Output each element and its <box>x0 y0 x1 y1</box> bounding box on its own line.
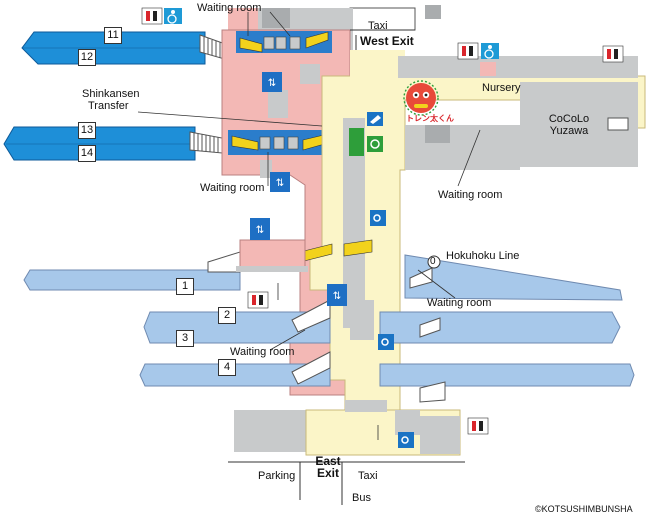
east-exit-block-mid <box>395 410 420 435</box>
elevator-icon: ⇅ <box>270 172 290 192</box>
grey-block-under-platform1 <box>236 266 308 272</box>
platform-number-4: 4 <box>218 359 236 376</box>
building-east-top <box>398 56 638 78</box>
nursery-label: Nursery <box>482 82 521 94</box>
elevator-icon: ⇅ <box>327 284 347 306</box>
building-top-pink <box>228 8 258 30</box>
west-exit-passage <box>350 50 405 78</box>
toilet-icon <box>247 291 269 309</box>
bus-label: Bus <box>352 492 371 504</box>
gate-booth <box>287 136 299 150</box>
elevator-icon: ⇅ <box>262 72 282 92</box>
hokuhoku-line-label: Hokuhoku Line <box>446 250 520 262</box>
platform-number-1: 1 <box>176 278 194 295</box>
svg-text:⇅: ⇅ <box>256 225 264 236</box>
stairs-icon <box>189 131 223 154</box>
shinkansen-transfer-label-2: Transfer <box>88 100 129 112</box>
cocolo-label-1: CoCoLo <box>548 113 590 125</box>
shop-column <box>343 118 365 328</box>
waiting-room-label-low: Waiting room <box>230 346 295 358</box>
platform-number-14: 14 <box>78 145 96 162</box>
elevator-icon: ⇅ <box>250 218 270 240</box>
parking-label: Parking <box>258 470 296 482</box>
escalator-icon <box>239 37 263 53</box>
service-block <box>268 90 288 118</box>
shinkansen-transfer-label-1: Shinkansen <box>82 88 140 100</box>
locker-icon <box>398 432 414 448</box>
locker-icon <box>378 334 394 350</box>
leader-line <box>137 111 323 127</box>
leader-line <box>269 329 306 351</box>
gate-booth <box>259 136 271 150</box>
building-center-block <box>405 125 520 170</box>
escalator-icon <box>231 135 259 151</box>
east-exit-label-1: East <box>315 454 341 468</box>
east-exit-block-right <box>420 416 460 454</box>
escalator-icon <box>305 31 329 49</box>
waiting-room-label-right: Waiting room <box>438 189 503 201</box>
svg-text:⇅: ⇅ <box>276 178 284 189</box>
west-exit-label: West Exit <box>360 34 414 48</box>
platform-number-2: 2 <box>218 307 236 324</box>
nursery-room <box>480 62 496 76</box>
platform-1-passage <box>239 239 306 271</box>
waiting-room-label-top: Waiting room <box>197 2 262 14</box>
east-exit-block-corner <box>345 400 387 412</box>
toilet-icon <box>457 42 479 60</box>
toilet-icon <box>141 7 163 25</box>
ticket-gate-icon <box>367 112 383 126</box>
gate-booth <box>273 136 285 150</box>
accessible-icon <box>164 8 182 24</box>
svg-text:⇅: ⇅ <box>268 78 276 89</box>
small-building-top <box>425 5 441 19</box>
leader-line <box>417 269 456 299</box>
platform-2-3-east <box>379 311 621 344</box>
platform-13-14 <box>3 126 196 161</box>
service-block <box>300 64 320 84</box>
toilet-icon <box>602 45 624 63</box>
platform-1 <box>23 269 241 291</box>
taxi-label-bottom: Taxi <box>358 470 378 482</box>
toilet-icon <box>467 417 489 435</box>
mascot-icon <box>403 80 439 116</box>
accessible-icon <box>481 43 499 59</box>
gate-booth <box>289 36 301 50</box>
waiting-room-label-mid: Waiting room <box>200 182 265 194</box>
platform-number-13: 13 <box>78 122 96 139</box>
svg-text:⇅: ⇅ <box>333 291 341 302</box>
gate-booth <box>263 36 275 50</box>
green-window-icon <box>367 136 383 152</box>
platform-0-hokuhoku <box>404 254 623 301</box>
cocolo-label-2: Yuzawa <box>549 125 589 137</box>
mascot-label: トレン太くん <box>406 114 454 123</box>
leader-line <box>269 11 291 37</box>
building-small-block-2 <box>607 117 629 131</box>
platform-4-east <box>379 363 635 387</box>
copyright-label: ©KOTSUSHIMBUNSHA <box>535 504 633 514</box>
waiting-room-label-hokuhoku: Waiting room <box>427 297 492 309</box>
locker-icon <box>370 210 386 226</box>
platform-number-0: 0 <box>430 256 436 267</box>
platform-0-marker <box>427 255 441 269</box>
east-exit-label-2: Exit <box>316 466 339 480</box>
stairs-icon <box>207 251 446 403</box>
east-exit-block-left <box>234 410 306 452</box>
taxi-label-top: Taxi <box>368 20 388 32</box>
building-small-block <box>425 125 450 143</box>
platform-number-11: 11 <box>104 27 122 44</box>
building-top-dark <box>262 8 290 28</box>
green-counter <box>349 128 364 156</box>
platform-number-3: 3 <box>176 330 194 347</box>
leader-line <box>457 129 481 187</box>
platform-number-12: 12 <box>78 49 96 66</box>
gate-booth <box>275 36 287 50</box>
service-block <box>260 160 272 178</box>
shop-column-lower <box>350 300 374 340</box>
